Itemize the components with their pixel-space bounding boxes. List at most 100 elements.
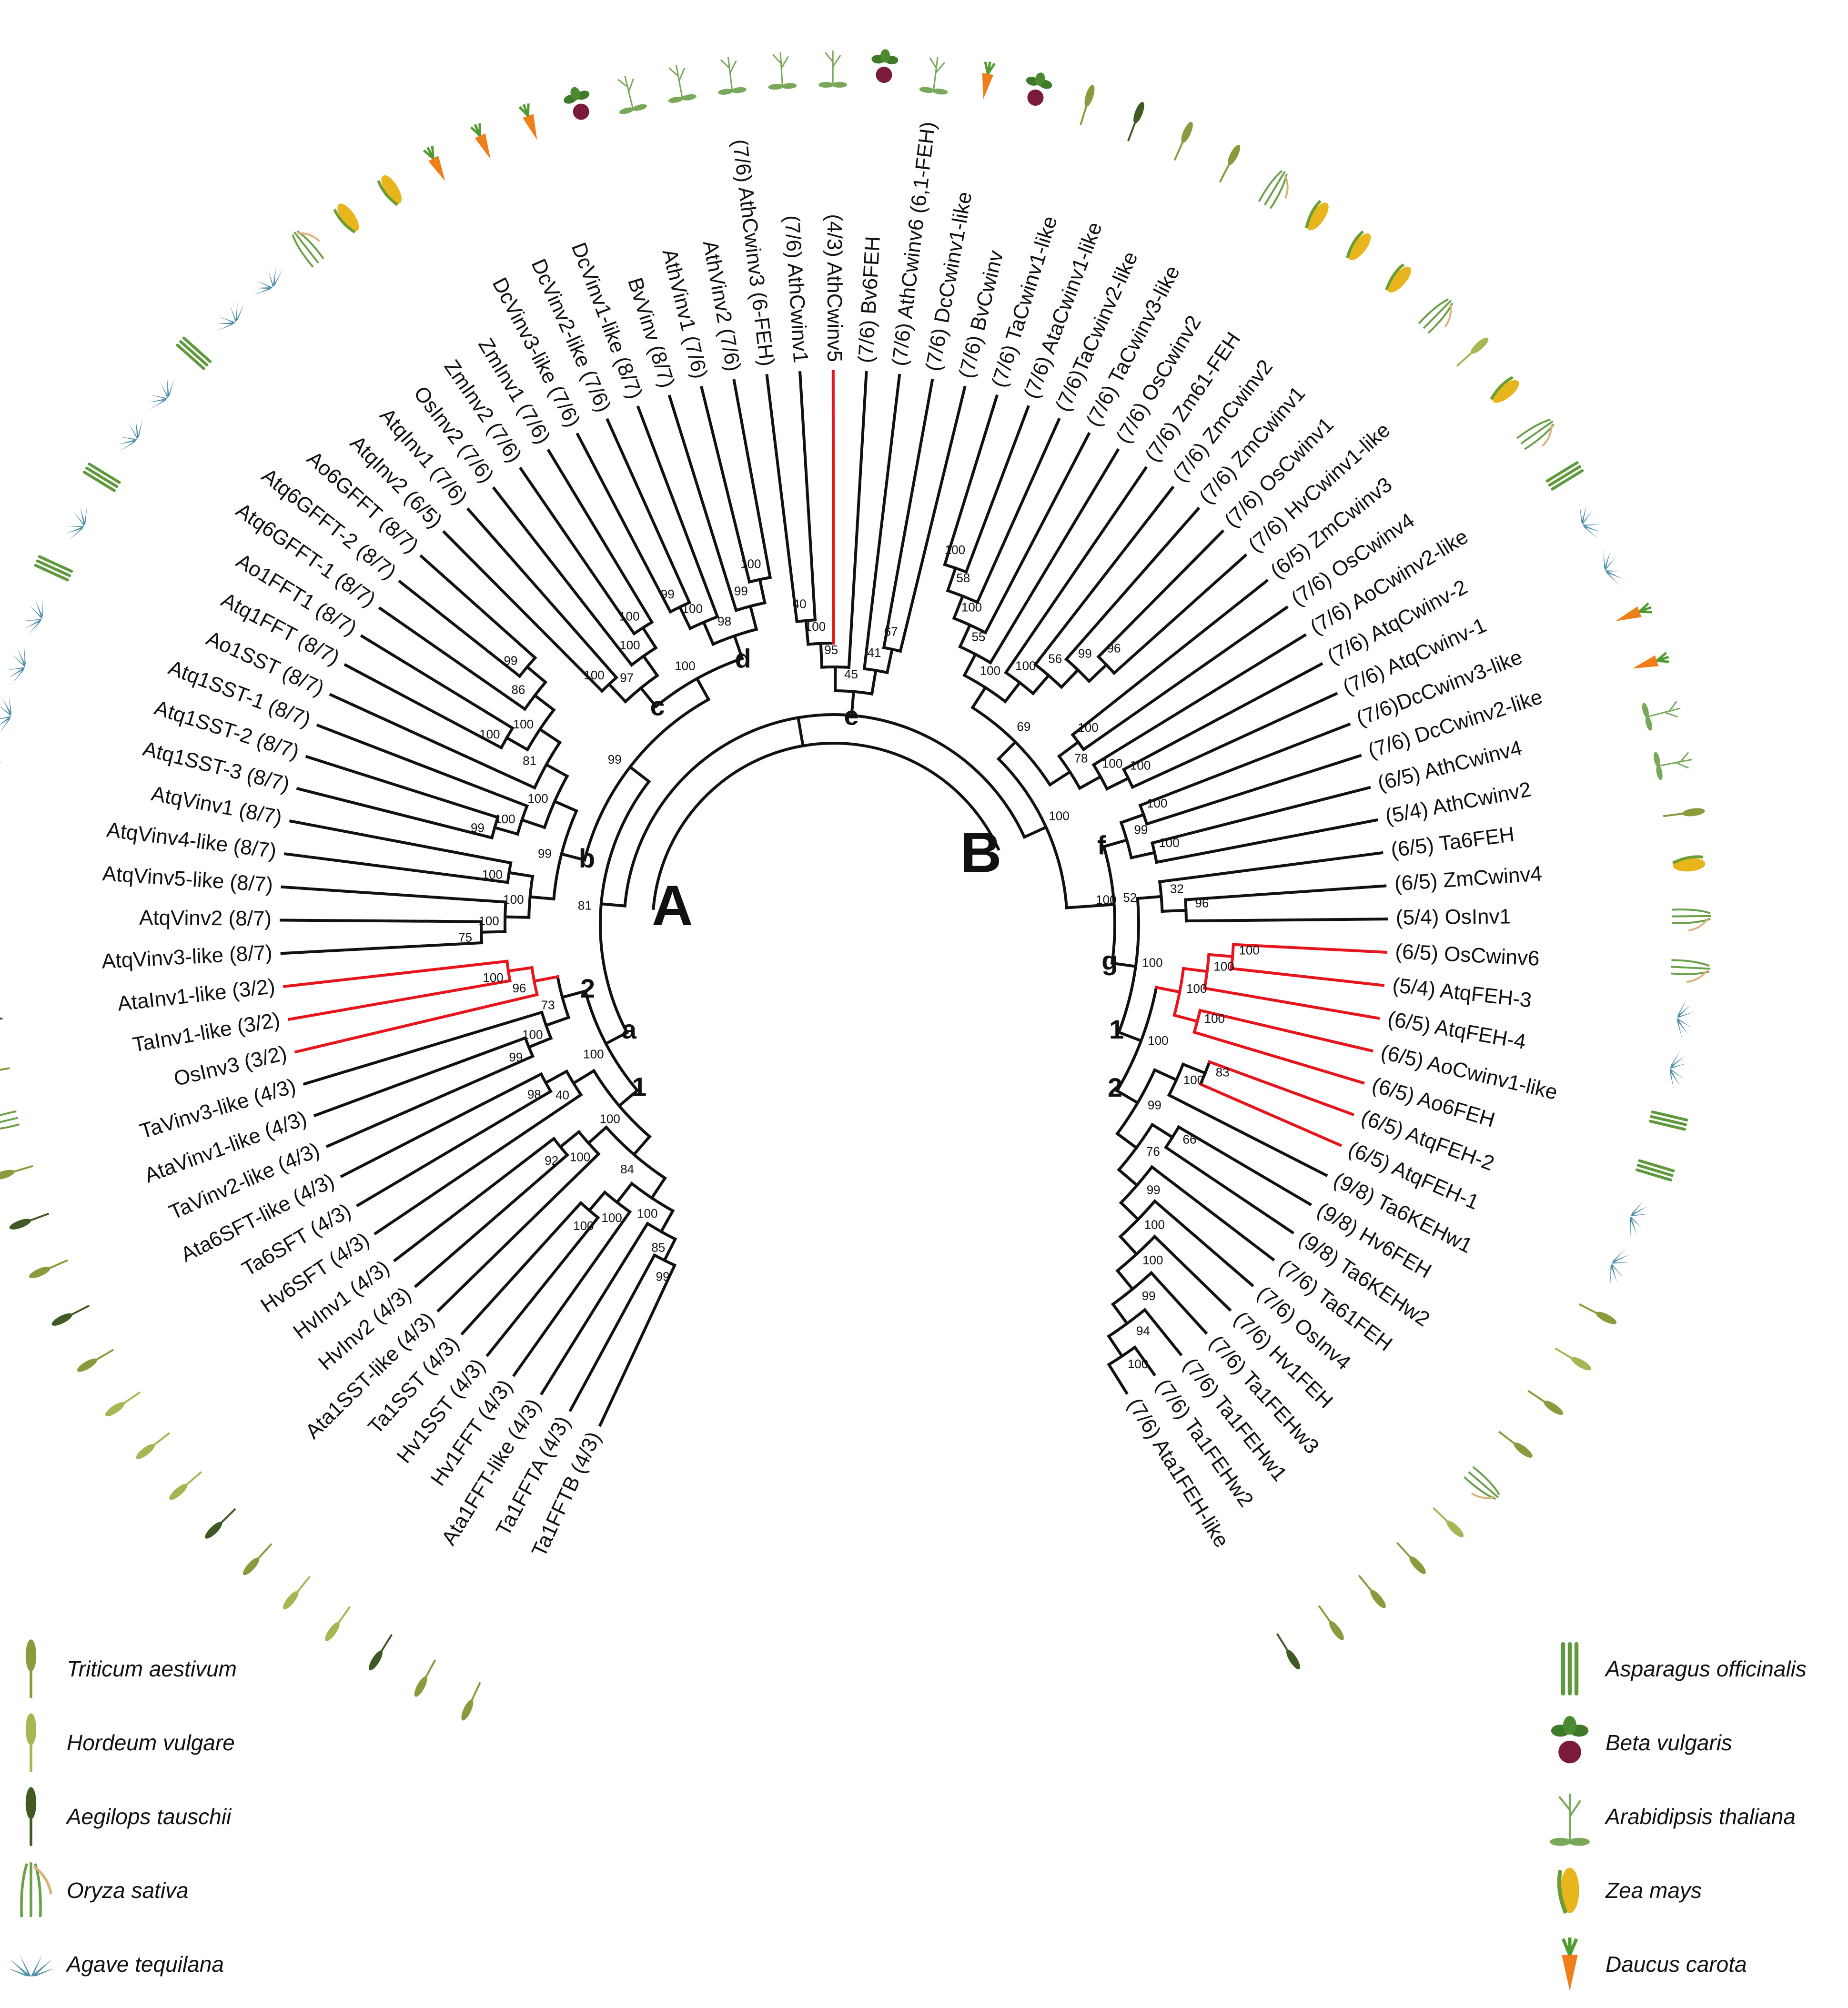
bootstrap-value: 92 bbox=[545, 1153, 558, 1168]
bootstrap-value: 40 bbox=[793, 597, 807, 611]
internal-branch bbox=[885, 647, 894, 675]
leaf-branch bbox=[296, 787, 494, 840]
bootstrap-value: 100 bbox=[570, 1150, 590, 1164]
species-icon bbox=[461, 1682, 481, 1721]
bootstrap-value: 81 bbox=[523, 753, 536, 767]
leaf-branch bbox=[1033, 485, 1175, 667]
species-icon bbox=[1527, 1390, 1564, 1415]
clade-label: 2 bbox=[1108, 1072, 1122, 1102]
bootstrap-value: 100 bbox=[1078, 720, 1098, 735]
legend-item: Agave tequilana bbox=[10, 1927, 237, 2001]
leaf-branch bbox=[1121, 662, 1323, 772]
leaf-label: (6/5) OsCwinv6 bbox=[1394, 940, 1540, 970]
bootstrap-value: 100 bbox=[1186, 981, 1207, 996]
leaf-label: (6/5) Ta6FEH bbox=[1390, 823, 1516, 862]
internal-branch bbox=[1031, 673, 1051, 696]
clade-arc bbox=[583, 697, 711, 862]
leaf-branch bbox=[1203, 986, 1380, 1020]
internal-branch bbox=[677, 605, 692, 631]
species-icon bbox=[423, 146, 445, 182]
leaf-branch bbox=[1096, 529, 1225, 659]
bootstrap-value: 99 bbox=[1142, 1289, 1156, 1303]
leaf-branch bbox=[289, 819, 513, 865]
leaf-branch bbox=[1230, 967, 1385, 987]
internal-branch bbox=[641, 654, 659, 678]
leaf-branch bbox=[1064, 506, 1201, 661]
clade-arc bbox=[962, 673, 1008, 704]
legend-label: Arabidipsis thaliana bbox=[1606, 1804, 1796, 1829]
internal-branch bbox=[558, 1130, 581, 1149]
leaf-branch bbox=[1152, 1234, 1232, 1312]
bootstrap-value: 100 bbox=[1204, 1011, 1225, 1026]
bootstrap-value: 99 bbox=[656, 1270, 670, 1284]
clade-arc bbox=[654, 656, 744, 709]
leaf-branch bbox=[576, 432, 673, 614]
leaf-branch bbox=[1184, 918, 1388, 923]
clade-label: 1 bbox=[632, 1071, 646, 1101]
leaf-branch bbox=[1145, 754, 1362, 826]
species-icon bbox=[77, 1349, 114, 1372]
internal-branch bbox=[628, 765, 651, 784]
leaf-branch bbox=[492, 486, 634, 667]
species-icon bbox=[668, 64, 697, 103]
internal-branch bbox=[1118, 1234, 1139, 1256]
leaf-label: AtqVinv4-like (8/7) bbox=[105, 818, 278, 863]
root-arc bbox=[652, 742, 1000, 910]
internal-branch bbox=[1152, 1068, 1179, 1082]
bootstrap-value: 98 bbox=[527, 1087, 541, 1101]
agave-icon bbox=[10, 1953, 52, 1976]
species-icon bbox=[29, 1259, 68, 1279]
clade-arc bbox=[1167, 1062, 1185, 1097]
clade-arc bbox=[552, 809, 579, 901]
internal-branch bbox=[1115, 1131, 1139, 1150]
species-icon bbox=[718, 57, 747, 95]
leaf-branch bbox=[1131, 692, 1338, 789]
internal-branch bbox=[1117, 1168, 1139, 1188]
internal-branch bbox=[958, 623, 972, 649]
leaf-branch bbox=[1112, 553, 1248, 676]
leaf-branch bbox=[378, 606, 527, 711]
internal-branch bbox=[639, 686, 658, 709]
legend-label: Hordeum vulgare bbox=[67, 1730, 235, 1755]
internal-branch bbox=[758, 577, 767, 605]
species-icon bbox=[818, 50, 848, 88]
clade-arc bbox=[1004, 670, 1035, 696]
bootstrap-value: 86 bbox=[511, 682, 525, 696]
species-icon bbox=[919, 56, 948, 95]
clade-arc bbox=[552, 1136, 569, 1157]
bootstrap-value: 100 bbox=[1148, 1033, 1168, 1048]
leaf-branch bbox=[360, 634, 515, 730]
species-icon bbox=[1305, 200, 1329, 231]
clade-arc bbox=[1033, 662, 1064, 689]
internal-branch bbox=[649, 1176, 667, 1200]
leaf-branch bbox=[283, 959, 509, 988]
internal-branch bbox=[1136, 895, 1163, 900]
species-icon bbox=[1026, 72, 1052, 106]
internal-branch bbox=[1003, 680, 1022, 704]
species-icon bbox=[1498, 1431, 1533, 1458]
bootstrap-value: 94 bbox=[1136, 1323, 1150, 1338]
bootstrap-value: 100 bbox=[1142, 956, 1162, 970]
internal-branch bbox=[505, 736, 530, 752]
species-icon bbox=[1418, 298, 1454, 334]
leaf-branch bbox=[436, 1152, 601, 1312]
arabidopsis-icon bbox=[1550, 1793, 1590, 1846]
clade-arc bbox=[1070, 733, 1086, 752]
bootstrap-value: 100 bbox=[573, 1219, 594, 1233]
bootstrap-value: 85 bbox=[651, 1241, 665, 1255]
clade-arc bbox=[1117, 897, 1140, 1034]
maize-icon bbox=[1557, 1867, 1579, 1914]
leaf-branch bbox=[414, 1153, 569, 1288]
asparagus-icon bbox=[1561, 1642, 1579, 1695]
leaf-branch bbox=[1198, 1009, 1373, 1053]
internal-branch bbox=[850, 690, 856, 717]
clade-arc bbox=[1172, 967, 1185, 1017]
leaf-branch bbox=[374, 1092, 583, 1236]
bootstrap-value: 100 bbox=[740, 557, 761, 571]
internal-branch bbox=[952, 594, 965, 620]
internal-branch bbox=[533, 693, 556, 712]
internal-branch bbox=[525, 665, 548, 685]
leaf-branch bbox=[325, 1054, 535, 1148]
internal-branch bbox=[1078, 775, 1103, 790]
carrot-icon bbox=[1561, 1937, 1578, 1991]
